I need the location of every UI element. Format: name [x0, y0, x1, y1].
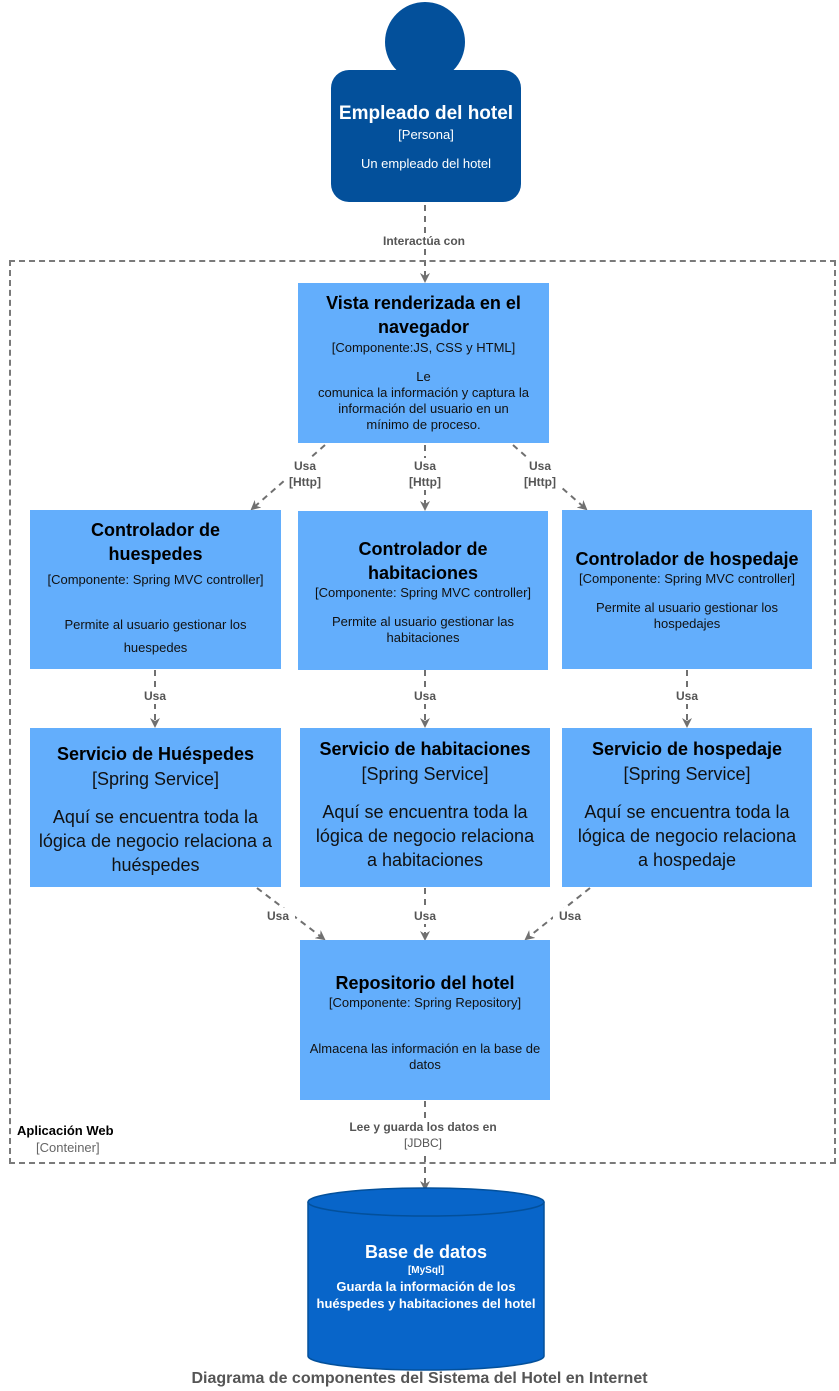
edge-label-interact: Interactúa con — [372, 233, 476, 249]
edge-label-usa: Usa — [670, 688, 704, 704]
component-description-line: comunica la información y captura la — [318, 385, 529, 400]
component-description: Permite al usuario gestionar los huesped… — [64, 617, 247, 655]
database-description: Guarda la información de los huéspedes y… — [316, 1279, 536, 1311]
component-repositorio[interactable]: Repositorio del hotel [Componente: Sprin… — [300, 940, 550, 1100]
container-boundary — [9, 260, 836, 1164]
component-controlador-habitaciones[interactable]: Controlador de habitaciones [Componente:… — [298, 511, 548, 670]
component-title: Servicio de Huéspedes — [56, 744, 255, 764]
edge-label-jdbc-text: Lee y guarda los datos en — [349, 1120, 497, 1134]
component-type: [Spring Service] — [361, 764, 489, 784]
component-servicio-habitaciones[interactable]: Servicio de habitaciones [Spring Service… — [300, 728, 550, 887]
component-title: Repositorio del hotel — [335, 973, 515, 993]
database-type: [MySql] — [407, 1265, 445, 1276]
person-head-icon — [385, 2, 465, 82]
component-type: [Componente: Spring Repository] — [328, 995, 522, 1010]
component-description: Aquí se encuentra toda la lógica de nego… — [577, 802, 797, 870]
boundary-name: Aplicación Web — [17, 1123, 114, 1138]
edge-label-usa-http: Usa [Http] — [285, 458, 325, 490]
person-description: Un empleado del hotel — [360, 156, 492, 171]
edge-label-jdbc: Lee y guarda los datos en [JDBC] — [330, 1119, 516, 1151]
component-title: Controlador de habitaciones — [358, 539, 488, 583]
component-servicio-huespedes[interactable]: Servicio de Huéspedes [Spring Service] A… — [30, 728, 281, 887]
edge-svc-huespedes-to-repo — [256, 887, 326, 941]
component-type: [Componente: Spring MVC controller] — [47, 572, 264, 587]
component-description: Aquí se encuentra toda la lógica de nego… — [315, 802, 535, 870]
component-description: Aquí se encuentra toda la lógica de nego… — [38, 807, 273, 875]
diagram-caption: Diagrama de componentes del Sistema del … — [191, 1370, 648, 1387]
edge-label-http: [Http] — [524, 475, 556, 489]
edge-label-usa: Usa — [408, 688, 442, 704]
edge-label-usa: Usa — [528, 459, 551, 473]
edge-label-usa: Usa — [261, 908, 295, 924]
component-type: [Componente: Spring MVC controller] — [578, 571, 796, 586]
component-title: Servicio de habitaciones — [319, 739, 531, 759]
edge-label-http: [Http] — [409, 475, 441, 489]
database-base-de-datos[interactable]: Base de datos [MySql] Guarda la informac… — [308, 1242, 544, 1312]
component-description: Permite al usuario gestionar las habitac… — [331, 614, 515, 645]
edge-label-jdbc-tech: [JDBC] — [403, 1136, 442, 1150]
edge-label-usa-http: Usa [Http] — [520, 458, 560, 490]
component-title: Vista renderizada en el navegador — [326, 293, 521, 337]
component-controlador-hospedaje[interactable]: Controlador de hospedaje [Componente: Sp… — [562, 510, 812, 669]
component-type: [Spring Service] — [623, 764, 751, 784]
component-type: [Componente:JS, CSS y HTML] — [331, 340, 516, 355]
component-description-line: Le — [416, 369, 431, 384]
edge-label-usa: Usa — [293, 459, 316, 473]
component-description: Almacena las información en la base de d… — [309, 1041, 541, 1072]
edge-label-http: [Http] — [289, 475, 321, 489]
edge-label-usa: Usa — [413, 459, 436, 473]
component-description-line: mínimo de proceso. — [366, 417, 481, 432]
edge-label-usa: Usa — [138, 688, 172, 704]
component-title: Controlador de huespedes — [91, 520, 220, 564]
edge-label-usa: Usa — [408, 908, 442, 924]
component-description-line: información del usuario en un — [338, 401, 509, 416]
person-empleado[interactable]: Empleado del hotel [Persona] Un empleado… — [331, 70, 521, 202]
component-type: [Componente: Spring MVC controller] — [314, 585, 532, 600]
component-title: Controlador de hospedaje — [575, 549, 799, 569]
database-title: Base de datos — [364, 1242, 488, 1262]
edge-label-usa: Usa — [553, 908, 587, 924]
component-title: Servicio de hospedaje — [591, 739, 783, 759]
component-controlador-huespedes[interactable]: Controlador de huespedes [Componente: Sp… — [30, 510, 281, 669]
boundary-type: [Conteiner] — [36, 1140, 100, 1155]
person-title: Empleado del hotel — [338, 103, 514, 124]
edge-svc-hospedaje-to-repo — [524, 887, 591, 941]
component-servicio-hospedaje[interactable]: Servicio de hospedaje [Spring Service] A… — [562, 728, 812, 887]
edge-label-usa-http: Usa [Http] — [405, 458, 445, 490]
component-type: [Spring Service] — [91, 769, 220, 789]
component-vista[interactable]: Vista renderizada en el navegador [Compo… — [298, 283, 549, 443]
database-cylinder — [307, 1187, 545, 1371]
component-description: Permite al usuario gestionar los hospeda… — [595, 600, 779, 631]
person-type: [Persona] — [398, 127, 454, 142]
